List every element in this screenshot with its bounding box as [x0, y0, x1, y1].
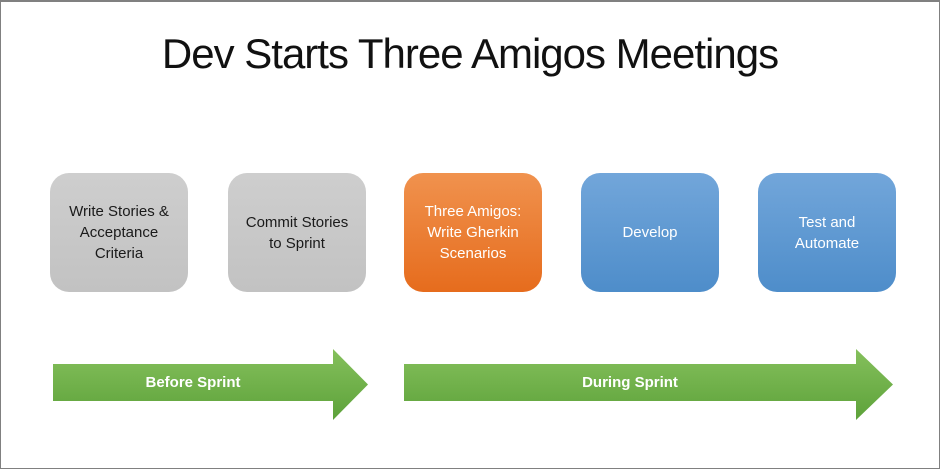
process-box-develop[interactable]: Develop — [581, 173, 719, 292]
right-arrow-icon — [53, 349, 368, 420]
before-sprint-label: Before Sprint — [145, 374, 241, 391]
during-sprint-label: During Sprint — [582, 374, 678, 391]
page-title: Dev Starts Three Amigos Meetings — [161, 30, 779, 77]
process-box-test-automate[interactable]: Test and Automate — [758, 173, 896, 292]
process-box-label: Three Amigos: Write Gherkin Scenarios — [424, 203, 522, 262]
process-box-label: Write Stories & Acceptance Criteria — [69, 203, 169, 262]
process-box-label: Test and Automate — [794, 213, 860, 252]
during-sprint-arrow: During Sprint — [404, 349, 893, 420]
before-sprint-arrow: Before Sprint — [53, 349, 368, 420]
process-box-label: Commit Stories to Sprint — [245, 213, 349, 252]
process-box-label: Develop — [622, 224, 678, 241]
process-box-write-stories[interactable]: Write Stories & Acceptance Criteria — [50, 173, 188, 292]
process-box-three-amigos[interactable]: Three Amigos: Write Gherkin Scenarios — [404, 173, 542, 292]
right-arrow-icon — [404, 349, 893, 420]
process-box-commit-stories[interactable]: Commit Stories to Sprint — [228, 173, 366, 292]
